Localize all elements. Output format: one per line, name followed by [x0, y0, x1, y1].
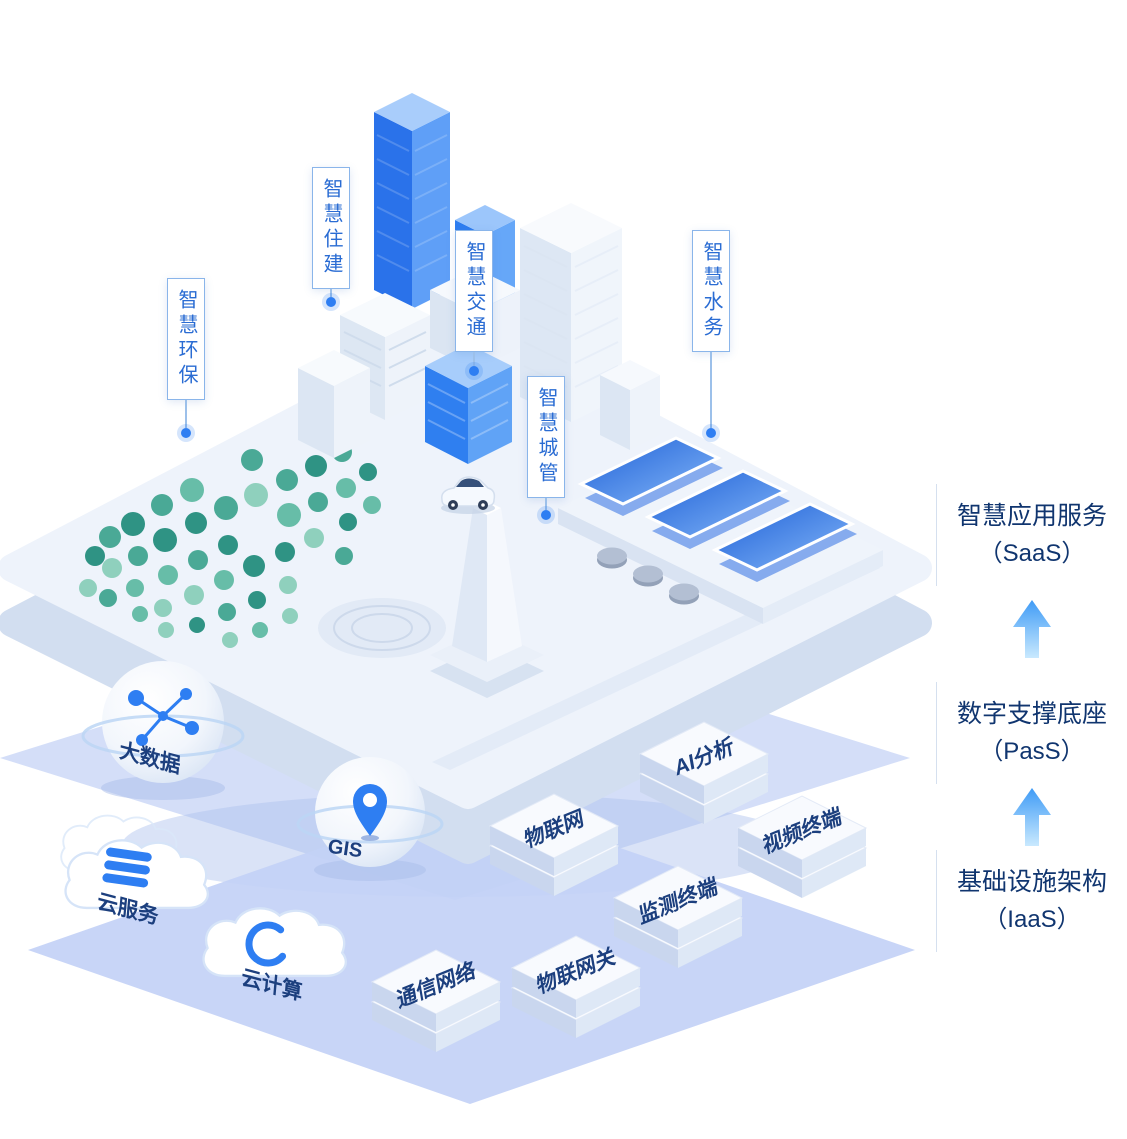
solar-panel-icon: [577, 436, 856, 572]
marker-dot-icon: [326, 297, 336, 307]
clarifier-tanks: [597, 547, 699, 605]
city-label-text: 智慧环保: [167, 278, 205, 400]
white-building: [298, 350, 370, 458]
server-stack-icon: [102, 847, 152, 888]
marker-dot-icon: [181, 428, 191, 438]
cloud-computing-cloud: [202, 907, 348, 978]
water-treatment-facility: [558, 436, 883, 624]
city-label-smart-water: 智慧水务: [691, 230, 731, 438]
city-label-text: 智慧城管: [527, 376, 565, 498]
leader-line: [473, 352, 475, 366]
monument-tower: [430, 501, 544, 698]
stack-box-iaas: 基础设施架构 （IaaS）: [936, 850, 1127, 952]
blue-tower-building: [374, 93, 450, 309]
tree-park: [79, 422, 381, 648]
round-plaza: [318, 598, 446, 658]
stack-subtitle: （SaaS）: [978, 539, 1086, 567]
city-label-text: 智慧交通: [455, 230, 493, 352]
cloud-service-cloud: [60, 814, 210, 910]
iaas-layer-slab: [28, 796, 915, 1104]
gis-sphere: [296, 757, 444, 881]
city-label-smart-housing: 智慧住建: [311, 167, 351, 307]
stack-subtitle: （PasS）: [979, 737, 1085, 765]
stack-subtitle: （IaaS）: [983, 905, 1081, 933]
stack-box-saas: 智慧应用服务 （SaaS）: [936, 484, 1127, 586]
white-building: [600, 360, 660, 450]
up-arrow-icon: [1013, 600, 1051, 658]
bigdata-network-icon: [128, 688, 199, 746]
city-label-text: 智慧住建: [312, 167, 350, 289]
stack-title: 数字支撑底座: [956, 700, 1107, 728]
car-icon: [441, 476, 496, 514]
marker-dot-icon: [469, 366, 479, 376]
leader-line: [330, 289, 332, 297]
stack-box-paas: 数字支撑底座 （PasS）: [936, 682, 1127, 784]
bigdata-sphere: [81, 661, 245, 800]
city-label-smart-environment: 智慧环保: [166, 278, 206, 438]
marker-dot-icon: [706, 428, 716, 438]
leader-line: [545, 498, 547, 510]
stack-title: 基础设施架构: [956, 868, 1107, 896]
leader-line: [185, 400, 187, 428]
up-arrow-icon: [1013, 788, 1051, 846]
city-label-text: 智慧水务: [692, 230, 730, 352]
city-label-smart-city-mgmt: 智慧城管: [526, 376, 566, 520]
marker-dot-icon: [541, 510, 551, 520]
stack-title: 智慧应用服务: [956, 502, 1107, 530]
gis-pin-icon: [353, 784, 387, 841]
city-label-smart-traffic: 智慧交通: [454, 230, 494, 376]
leader-line: [710, 352, 712, 428]
cloud-computing-c-icon: [245, 921, 291, 967]
glass-cube-building: [425, 344, 512, 464]
